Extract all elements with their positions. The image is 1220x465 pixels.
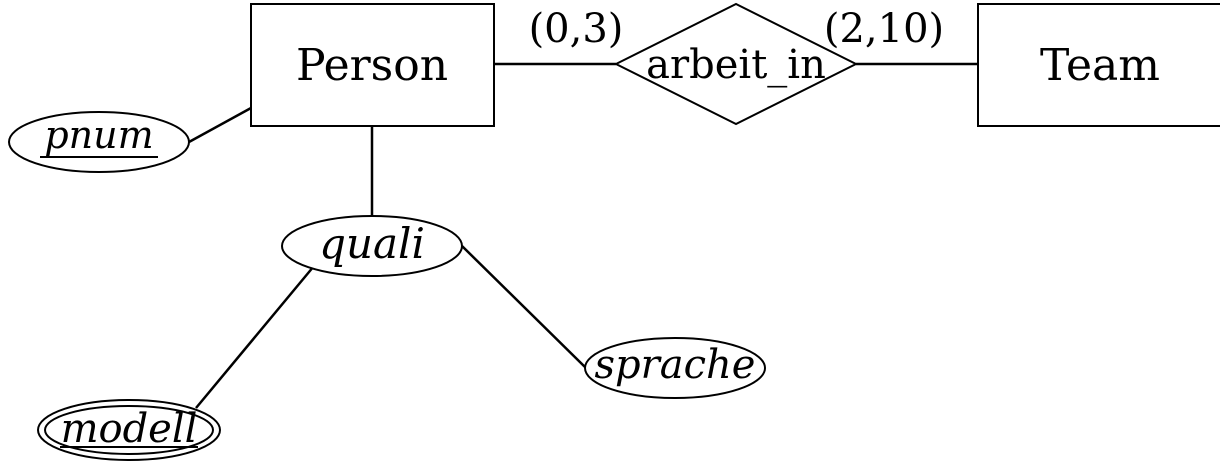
entity-person[interactable]: Person [250,3,495,127]
line-person-pnum [188,106,252,144]
entity-person-box [250,3,495,127]
attribute-modell-label: modell [61,406,198,452]
attribute-sprache-label: sprache [595,342,756,388]
relationship-arbeit-in[interactable]: arbeit_in [613,2,859,126]
attribute-quali-label: quali [319,219,425,268]
attribute-modell[interactable]: modell [37,399,221,461]
cardinality-person: (0,3) [529,6,624,52]
attribute-quali[interactable]: quali [281,215,463,277]
attribute-pnum-label: pnum [44,113,153,157]
entity-person-label: Person [296,40,448,91]
relationship-diamond [613,2,859,126]
attribute-modell-inner-ellipse [44,405,214,455]
attribute-sprache-ellipse [584,337,766,399]
entity-team-box [977,3,1220,127]
line-quali-sprache [461,245,587,369]
attribute-sprache[interactable]: sprache [584,337,766,399]
relationship-label: arbeit_in [646,42,826,88]
line-quali-modell [195,265,315,409]
attribute-quali-ellipse [281,215,463,277]
entity-team-label: Team [1040,40,1160,91]
entity-team[interactable]: Team [977,3,1220,127]
cardinality-team: (2,10) [824,6,944,52]
attribute-pnum[interactable]: pnum [8,111,190,173]
